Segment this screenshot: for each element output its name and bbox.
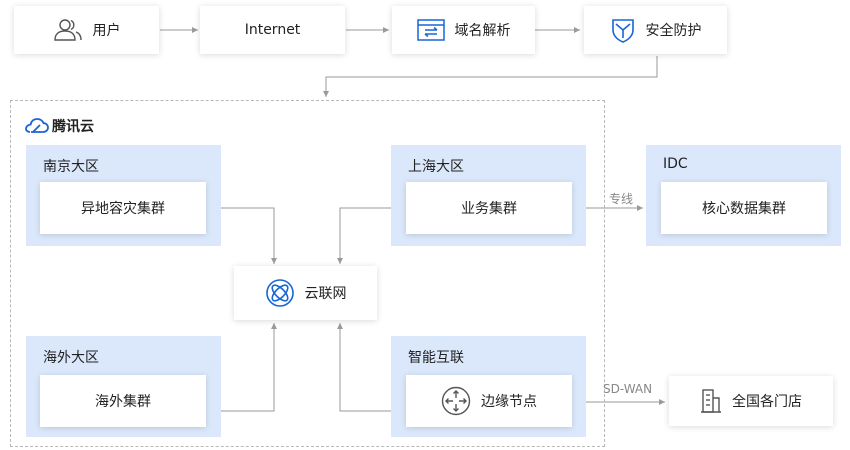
tencent-cloud-brand: 腾讯云 — [25, 116, 94, 136]
region-overseas-label: 海外大区 — [43, 350, 99, 366]
users-icon — [53, 18, 83, 42]
router-icon — [441, 386, 471, 416]
shanghai-cluster-node: 业务集群 — [406, 182, 572, 234]
dns-node: 域名解析 — [392, 6, 535, 54]
region-shanghai-label: 上海大区 — [408, 159, 464, 175]
tencent-cloud-boundary — [10, 100, 605, 447]
dedicated-line-label: 专线 — [609, 192, 634, 206]
region-idc-label: IDC — [663, 156, 688, 172]
ccn-hub-label: 云联网 — [304, 286, 347, 302]
idc-cluster-label: 核心数据集群 — [702, 201, 786, 217]
dns-resolution-icon — [416, 18, 445, 42]
nanjing-cluster-node: 异地容灾集群 — [40, 182, 206, 234]
ccn-hub-node: 云联网 — [234, 266, 377, 320]
arrow-nanjing-hub — [220, 207, 277, 264]
edge-node-label: 边缘节点 — [481, 394, 537, 410]
edge-node: 边缘节点 — [406, 375, 572, 427]
internet-label: Internet — [244, 22, 301, 38]
region-nanjing-label: 南京大区 — [43, 159, 99, 175]
stores-node: 全国各门店 — [669, 376, 833, 426]
overseas-cluster-node: 海外集群 — [40, 375, 206, 427]
user-label: 用户 — [92, 23, 121, 39]
dns-label: 域名解析 — [454, 23, 511, 39]
arrow-overseas-hub — [220, 323, 277, 412]
overseas-cluster-label: 海外集群 — [95, 394, 151, 410]
nanjing-cluster-label: 异地容灾集群 — [81, 201, 165, 217]
security-node: 安全防护 — [584, 6, 727, 54]
ccn-icon — [265, 278, 295, 308]
tencent-cloud-logo-icon — [25, 118, 49, 134]
idc-cluster-node: 核心数据集群 — [661, 182, 827, 234]
security-label: 安全防护 — [645, 23, 702, 39]
user-node: 用户 — [14, 6, 159, 54]
arrow-edge-hub — [337, 323, 405, 412]
arrow-security-cloud — [323, 56, 658, 97]
sd-wan-label: SD-WAN — [603, 382, 653, 396]
internet-node: Internet — [200, 6, 345, 54]
region-smart-interconnect-label: 智能互联 — [408, 350, 464, 366]
building-icon — [700, 388, 722, 414]
stores-label: 全国各门店 — [732, 394, 802, 410]
arrow-shanghai-hub — [337, 207, 405, 264]
shield-icon — [610, 17, 636, 43]
tencent-cloud-brand-label: 腾讯云 — [52, 119, 94, 135]
shanghai-cluster-label: 业务集群 — [461, 201, 517, 217]
